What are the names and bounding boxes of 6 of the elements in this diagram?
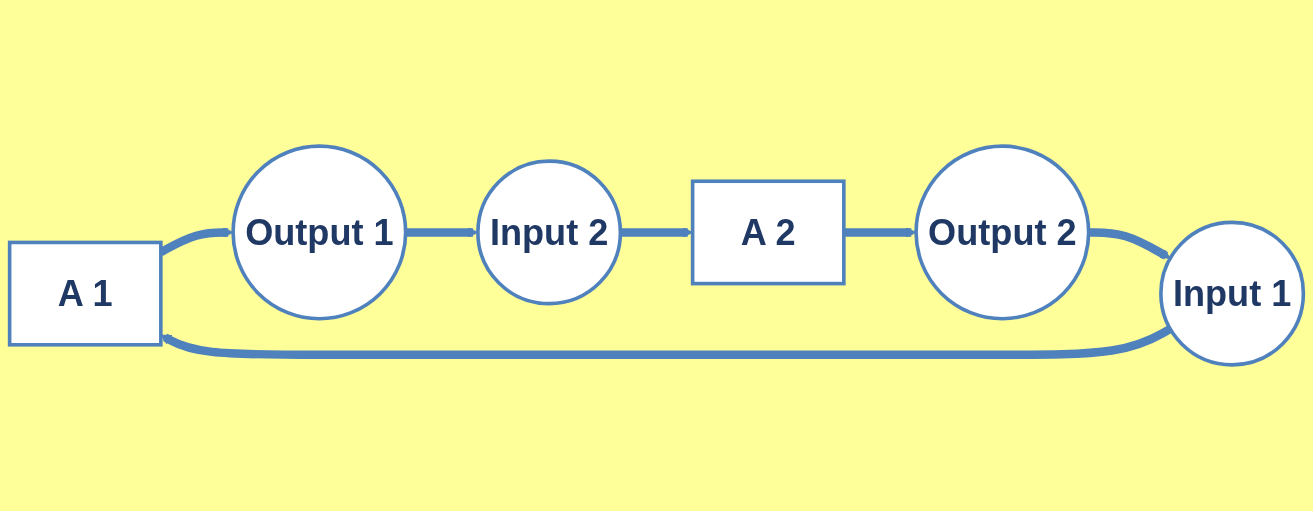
node-box: A 2 [690,179,846,286]
node-circle: Output 1 [231,144,408,321]
node-circle: Output 2 [914,144,1091,321]
node-circle: Input 1 [1159,220,1306,367]
node-circle: Input 2 [476,159,623,306]
node-box: A 1 [7,240,163,347]
